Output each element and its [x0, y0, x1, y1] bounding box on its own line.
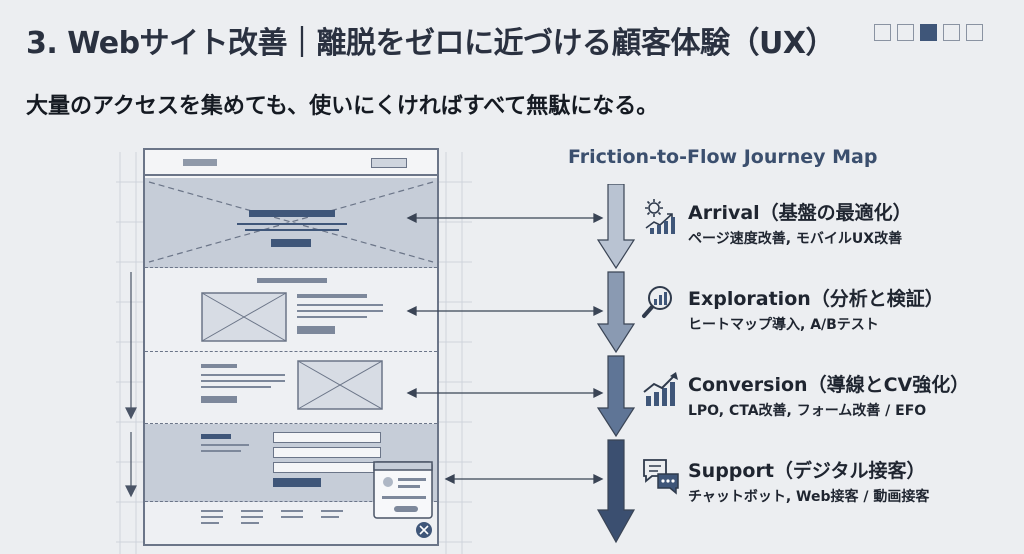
- gear-chart-icon: [645, 199, 675, 234]
- pager-dot[interactable]: [897, 24, 914, 41]
- magnifier-chart-icon: [642, 286, 672, 318]
- connector-arrows: [406, 212, 604, 485]
- pager-dot[interactable]: [966, 24, 983, 41]
- wireframe-section-feature-2: [145, 352, 437, 424]
- stage-desc: ページ速度改善, モバイルUX改善: [688, 231, 903, 247]
- stage-desc: ヒートマップ導入, A/Bテスト: [688, 317, 879, 333]
- chat-bubbles-icon: [643, 459, 679, 495]
- pager-dot[interactable]: [943, 24, 960, 41]
- slide-pager: [874, 24, 983, 41]
- journey-flow-arrow: [596, 184, 636, 544]
- wireframe-hero: [145, 178, 437, 268]
- stage-desc: LPO, CTA改善, フォーム改善 / EFO: [688, 403, 927, 419]
- stage-name: Arrival（基盤の最適化）: [688, 202, 912, 224]
- wireframe-section-feature-1: [145, 268, 437, 352]
- pager-dot-active[interactable]: [920, 24, 937, 41]
- pager-dot[interactable]: [874, 24, 891, 41]
- journey-map-title: Friction-to-Flow Journey Map: [568, 146, 878, 168]
- image-placeholder: [201, 292, 287, 342]
- growth-chart-icon: [643, 372, 678, 406]
- image-placeholder: [297, 360, 383, 410]
- wireframe-nav: [145, 150, 437, 176]
- stage-name: Exploration（分析と検証）: [688, 288, 944, 310]
- wireframe-nav-button: [371, 158, 407, 168]
- page-title: 3. Webサイト改善｜離脱をゼロに近づける顧客体験（UX）: [26, 26, 836, 61]
- chat-widget-popup[interactable]: [372, 460, 436, 544]
- wireframe-logo: [183, 159, 217, 166]
- stage-name: Conversion（導線とCV強化）: [688, 374, 970, 396]
- stage-name: Support（デジタル接客）: [688, 460, 926, 482]
- stage-desc: チャットボット, Web接客 / 動画接客: [688, 489, 930, 505]
- hero-image-placeholder: [148, 181, 434, 263]
- page-subtitle: 大量のアクセスを集めても、使いにくければすべて無駄になる。: [26, 94, 659, 119]
